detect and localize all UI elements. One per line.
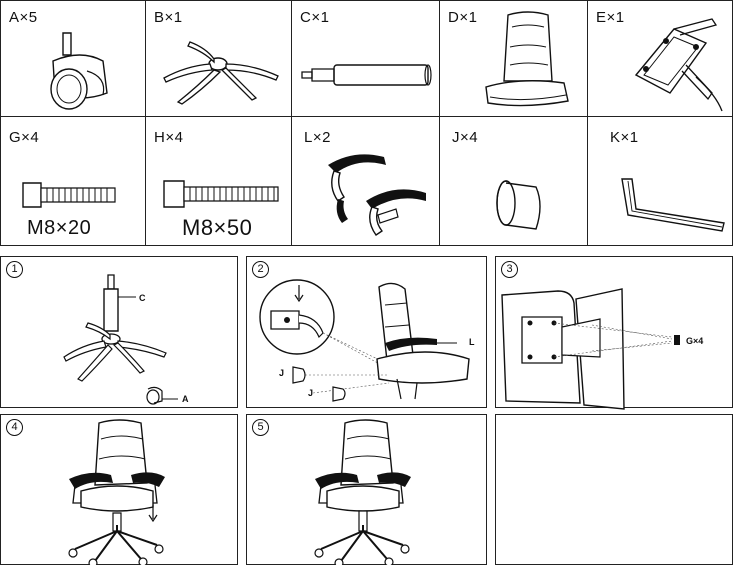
caster-wheel-illustration [41,31,121,111]
part-cell-b: B×1 [145,0,293,118]
armrest-illustration [328,154,426,243]
step-panel-1: 1 C A [0,256,238,408]
finished-chair-illustration [307,419,411,565]
step-panel-4: 4 [0,414,238,565]
callout-l-step2: L [469,337,475,347]
part-label-g: G×4 [9,129,40,146]
callout-a-step1: A [182,394,189,404]
step-number-5: 5 [252,419,269,436]
callout-c-step1: C [139,293,146,303]
step-panel-3: 3 G×4 [495,256,733,408]
star-base-illustration [156,36,286,106]
empty-panel [495,414,733,565]
base-assembly-illustration [56,271,226,406]
part-cell-l: L×2 [291,116,441,246]
seat-back-illustration [480,9,575,117]
spec-h: M8×50 [182,215,253,240]
part-label-j: J×4 [452,129,479,146]
bolt-m8x50-illustration [164,179,282,209]
part-cell-a: A×5 [0,0,147,118]
step-number-1: 1 [6,261,23,278]
step-panel-5: 5 [246,414,487,565]
gas-lift-illustration [302,61,432,91]
bolt-m8x20-illustration [23,181,118,209]
hex-key-illustration [618,175,728,235]
part-label-d: D×1 [448,9,478,26]
part-label-c: C×1 [300,9,330,26]
part-label-b: B×1 [154,9,183,26]
step-number-4: 4 [6,419,23,436]
part-label-l: L×2 [304,129,331,146]
mechanism-mount-illustration [500,285,680,409]
callout-j2-step2: J [308,388,314,398]
part-cell-j: J×4 [439,116,589,246]
step-number-2: 2 [252,261,269,278]
part-cell-e: E×1 [587,0,733,118]
part-label-h: H×4 [154,129,184,146]
part-cell-d: D×1 [439,0,589,118]
part-cell-k: K×1 [587,116,733,246]
callout-g-step3: G×4 [686,336,704,346]
part-cell-c: C×1 [291,0,441,118]
part-label-a: A×5 [9,9,38,26]
part-cell-g: G×4 M8×20 [0,116,147,246]
callout-j1-step2: J [279,368,285,378]
spec-g: M8×20 [27,217,92,239]
step-panel-2: 2 L J J [246,256,487,408]
chair-onto-base-illustration [61,419,165,565]
armrest-assembly-illustration [257,275,485,409]
part-label-e: E×1 [596,9,625,26]
tilt-mechanism-illustration [626,15,726,115]
part-label-k: K×1 [610,129,639,146]
part-cell-h: H×4 M8×50 [145,116,293,246]
step-number-3: 3 [501,261,518,278]
cap-illustration [492,179,548,239]
